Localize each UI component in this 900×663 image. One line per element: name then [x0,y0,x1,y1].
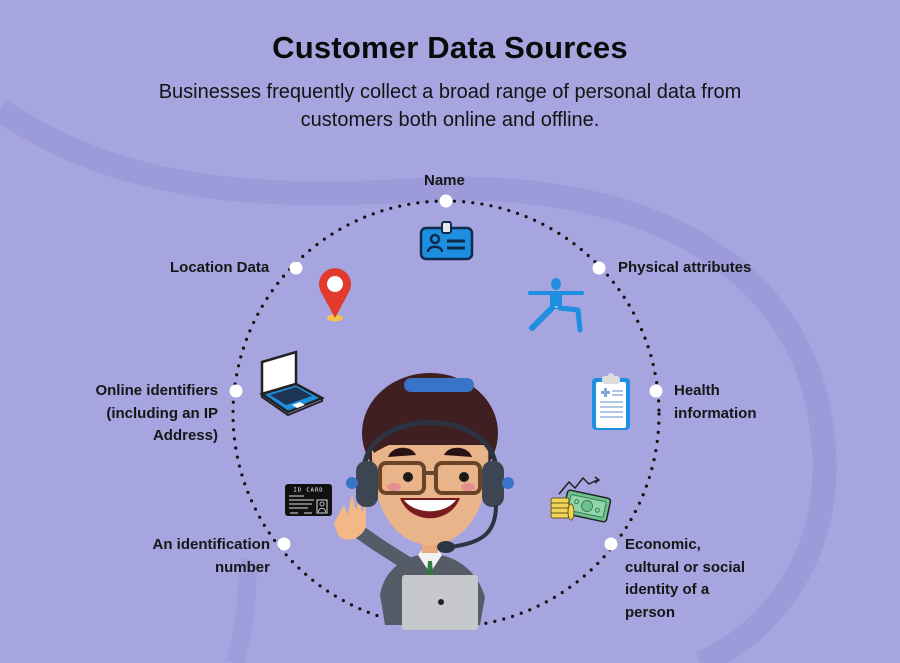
yoga-pose-icon [528,278,584,333]
page-title: Customer Data Sources [272,30,628,65]
waving-hand [334,493,366,540]
node-online [229,384,243,398]
label-location-data: Location Data [170,259,270,276]
location-pin-icon [319,268,351,322]
node-health [649,384,663,398]
label-name: Name [424,172,465,189]
customer-support-agent-figure [334,373,514,630]
page-subtitle: Businesses frequently collect a broad ra… [158,81,742,131]
id-badge-icon [419,221,474,261]
id-card-text: ID CARD [293,488,323,494]
laptop-icon [259,350,325,417]
id-card-icon: ID CARD [285,484,332,516]
label-physical-attributes: Physical attributes [618,259,752,276]
node-location [289,261,303,275]
node-physical [592,261,606,275]
medical-clipboard-icon [592,373,630,430]
node-name [439,194,453,208]
node-economic [604,537,618,551]
money-coins-icon [550,476,612,523]
label-health-information: Health information [674,382,757,422]
node-idnum [277,537,291,551]
label-online-identifiers: Online identifiers (including an IP Addr… [95,382,218,444]
label-economic-identity: Economic, cultural or social identity of… [625,536,746,621]
label-identification-number: An identification number [152,536,271,576]
